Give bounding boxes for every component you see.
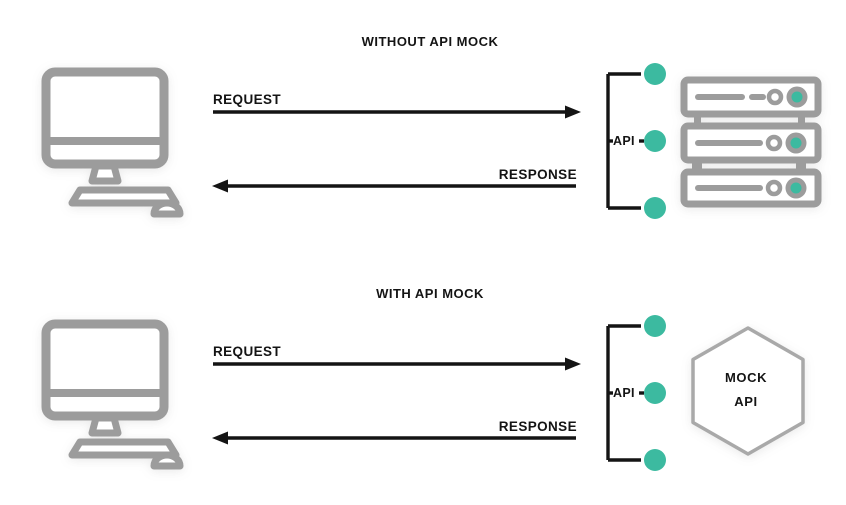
response-arrow-icon xyxy=(212,179,576,193)
section-title: WITH API MOCK xyxy=(376,286,484,301)
request-label: REQUEST xyxy=(213,344,282,359)
mock-api-hexagon-icon xyxy=(691,326,805,456)
api-label: API xyxy=(613,134,635,148)
response-label: RESPONSE xyxy=(498,167,577,182)
request-arrow-icon xyxy=(213,357,581,371)
request-arrow-icon xyxy=(213,105,581,119)
section-with-api-mock: WITH API MOCK REQUEST RESPONSE xyxy=(0,252,846,504)
mock-api-label: MOCK API xyxy=(688,366,804,414)
section-without-api-mock: WITHOUT API MOCK REQUEST RESPONSE xyxy=(0,0,846,252)
server-stack-icon xyxy=(680,76,822,208)
api-endpoints-bracket-icon xyxy=(606,63,666,219)
request-label: REQUEST xyxy=(213,92,282,107)
api-label: API xyxy=(613,386,635,400)
mock-api-label-line1: MOCK xyxy=(724,370,768,385)
section-title: WITHOUT API MOCK xyxy=(361,34,499,49)
desktop-computer-icon xyxy=(41,67,184,218)
response-arrow-icon xyxy=(212,431,576,445)
api-endpoints-bracket-icon xyxy=(606,315,666,471)
mock-api-label-line2: API xyxy=(734,394,758,409)
response-label: RESPONSE xyxy=(498,419,577,434)
desktop-computer-icon xyxy=(41,319,184,470)
